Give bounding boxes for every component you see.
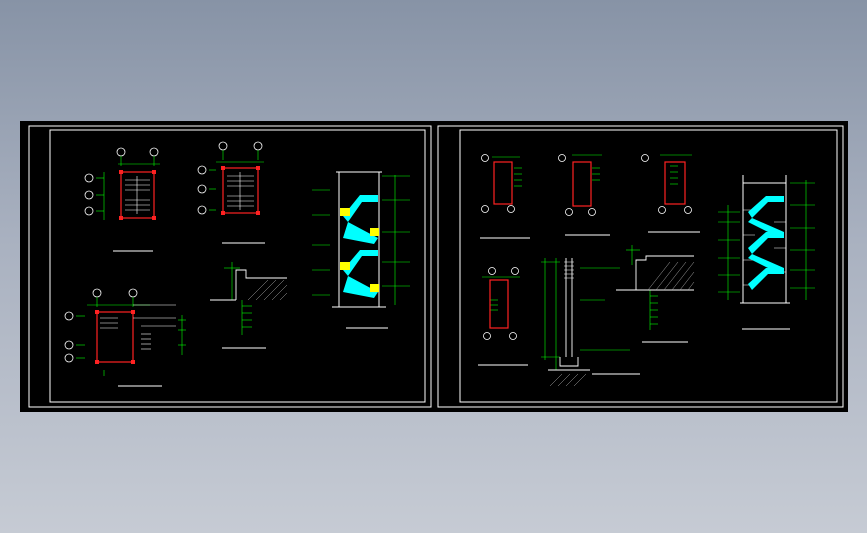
stair-plan-top-mid: [197, 141, 265, 244]
column-elevation-detail: [541, 258, 640, 387]
retaining-wall-detail: [616, 245, 695, 343]
model-space: [20, 121, 848, 412]
stair-section-cyan-yellow: [312, 171, 410, 329]
sheet-2: [437, 125, 844, 408]
sheet-1: [28, 125, 432, 408]
column-plan-3: [641, 154, 700, 233]
wall-footing-detail: [210, 262, 288, 349]
sheet-2-inner-border: [459, 129, 838, 403]
stair-plan-top-left: [84, 147, 160, 252]
sheet-1-outer-border: [28, 125, 432, 408]
column-plan-2: [558, 154, 610, 236]
sheet-2-outer-border: [437, 125, 844, 408]
sheet-1-inner-border: [49, 129, 426, 403]
column-plan-1: [480, 154, 530, 239]
stair-section-right: [718, 175, 815, 330]
stair-plan-bottom-left: [64, 288, 186, 387]
column-plan-4: [478, 267, 528, 366]
